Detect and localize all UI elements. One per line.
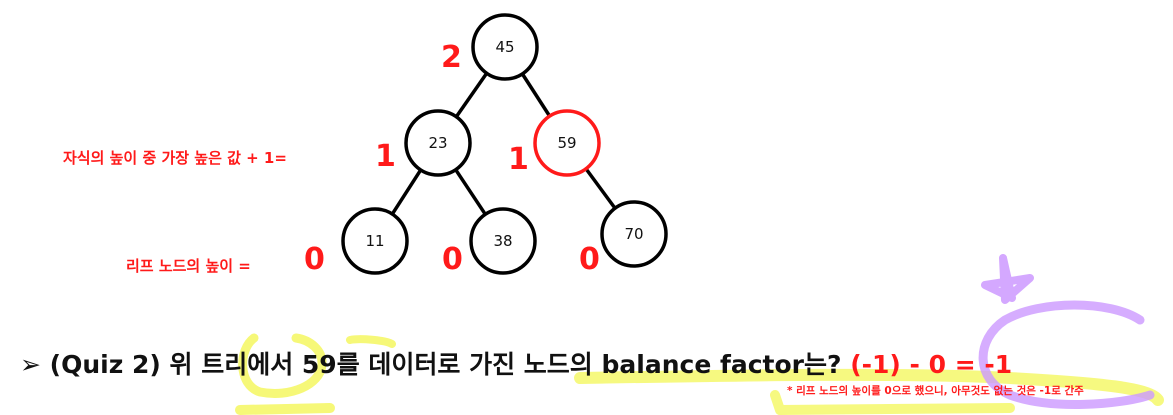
node-circle bbox=[469, 207, 537, 275]
tree-edge bbox=[584, 167, 617, 210]
node-value: 45 bbox=[495, 38, 514, 56]
yellow-highlight-mark bbox=[235, 403, 335, 415]
node-59-height-label: 1 bbox=[508, 142, 529, 177]
node-circle bbox=[341, 207, 409, 275]
leaf-height-rule: 리프 노드의 높이 = bbox=[126, 257, 251, 275]
node-circle bbox=[533, 109, 601, 177]
tree-edge bbox=[520, 72, 552, 118]
tree-edge bbox=[390, 168, 423, 216]
tree-node-38: 38 bbox=[469, 207, 537, 275]
tree-node-45: 45 bbox=[471, 13, 539, 81]
node-value: 38 bbox=[493, 232, 512, 250]
tree-edges bbox=[390, 72, 617, 216]
quiz-question: (Quiz 2) 위 트리에서 59를 데이터로 가진 노드의 balance … bbox=[49, 350, 842, 379]
tree-edge bbox=[454, 72, 489, 118]
footnote-text: * 리프 노드의 높이를 0으로 했으니, 아무것도 없는 것은 -1로 간주 bbox=[787, 385, 1084, 397]
yellow-highlight-mark bbox=[574, 368, 1164, 406]
node-value: 70 bbox=[624, 225, 643, 243]
yellow-highlight-mark bbox=[238, 333, 327, 398]
node-11-height-label: 0 bbox=[304, 242, 325, 277]
internal-height-rule: 자식의 높이 중 가장 높은 값 + 1= bbox=[63, 149, 287, 167]
purple-scribble-circle bbox=[978, 300, 1155, 409]
node-value: 11 bbox=[365, 232, 384, 250]
node-circle bbox=[471, 13, 539, 81]
tree-node-70: 70 bbox=[600, 200, 668, 268]
yellow-highlight-mark bbox=[770, 390, 1015, 415]
purple-scribble-star bbox=[981, 254, 1034, 304]
highlighter-marks bbox=[235, 254, 1164, 415]
tree-node-11: 11 bbox=[341, 207, 409, 275]
yellow-highlight-mark bbox=[346, 335, 396, 348]
node-38-height-label: 0 bbox=[442, 242, 463, 277]
node-value: 59 bbox=[557, 134, 576, 152]
tree-node-23: 23 bbox=[404, 109, 472, 177]
tree-edge bbox=[454, 168, 487, 216]
root-height-label: 2 bbox=[441, 40, 462, 75]
arrow-bullet-icon: ➢ bbox=[20, 350, 41, 379]
quiz-question-line: ➢ (Quiz 2) 위 트리에서 59를 데이터로 가진 노드의 balanc… bbox=[20, 345, 1012, 381]
node-circle bbox=[600, 200, 668, 268]
tree-node-59: 59 bbox=[533, 109, 601, 177]
node-value: 23 bbox=[428, 134, 447, 152]
node-circle bbox=[404, 109, 472, 177]
quiz-answer: (-1) - 0 = -1 bbox=[850, 350, 1013, 379]
node-23-height-label: 1 bbox=[375, 139, 396, 174]
node-70-height-label: 0 bbox=[579, 242, 600, 277]
